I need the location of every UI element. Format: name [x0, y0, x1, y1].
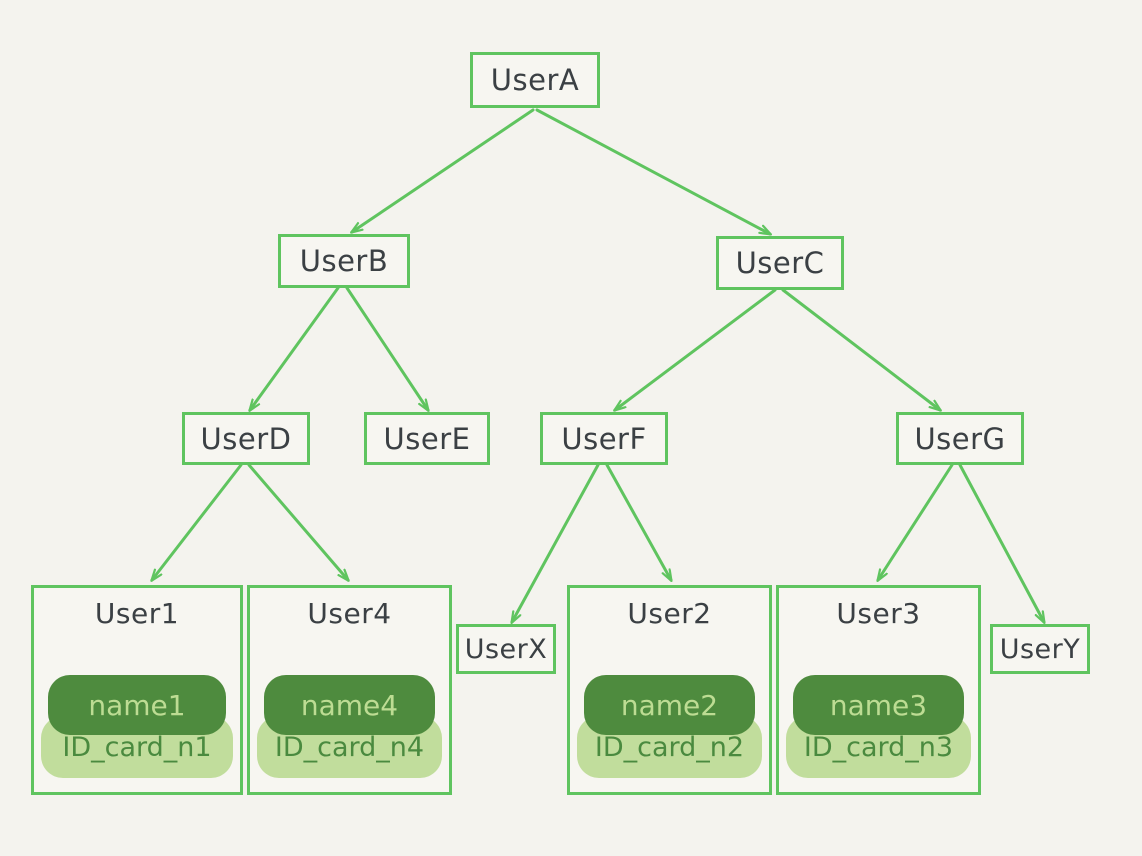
edge-userB-userE — [345, 286, 428, 410]
card-user2-name-pill: name2 — [584, 675, 755, 735]
card-user3[interactable]: User3 ID_card_n3 name3 — [776, 585, 981, 795]
card-user1[interactable]: User1 ID_card_n1 name1 — [31, 585, 243, 795]
card-user2[interactable]: User2 ID_card_n2 name2 — [567, 585, 772, 795]
card-user1-title: User1 — [94, 597, 180, 630]
card-user4[interactable]: User4 ID_card_n4 name4 — [247, 585, 452, 795]
node-userA[interactable]: UserA — [470, 52, 600, 108]
card-user2-title: User2 — [627, 597, 712, 630]
card-user4-name-pill: name4 — [264, 675, 435, 735]
node-userG[interactable]: UserG — [896, 412, 1024, 465]
card-user4-title: User4 — [307, 597, 392, 630]
edge-userA-userC — [535, 108, 770, 234]
card-user3-name-pill: name3 — [793, 675, 964, 735]
node-userB[interactable]: UserB — [278, 234, 410, 288]
node-userD[interactable]: UserD — [182, 412, 310, 465]
card-user3-title: User3 — [836, 597, 921, 630]
card-user4-body: ID_card_n4 name4 — [250, 630, 449, 792]
edge-userA-userB — [352, 108, 535, 232]
node-userA-label: UserA — [490, 63, 580, 97]
node-userC-label: UserC — [735, 246, 825, 280]
node-userB-label: UserB — [299, 244, 389, 278]
node-userF-label: UserF — [561, 421, 647, 456]
card-user3-body: ID_card_n3 name3 — [779, 630, 978, 792]
edge-userD-user1 — [152, 463, 243, 580]
card-user1-name-pill: name1 — [48, 675, 226, 735]
edge-userC-userG — [781, 288, 940, 410]
card-user2-body: ID_card_n2 name2 — [570, 630, 769, 792]
edge-userC-userF — [615, 288, 777, 410]
node-userX[interactable]: UserX — [456, 624, 556, 674]
node-userC[interactable]: UserC — [716, 236, 844, 290]
node-userF[interactable]: UserF — [540, 412, 668, 465]
node-userD-label: UserD — [200, 421, 292, 456]
card-user1-body: ID_card_n1 name1 — [34, 630, 240, 792]
node-userX-label: UserX — [464, 633, 548, 665]
edge-userB-userD — [250, 286, 340, 410]
edge-userD-user4 — [247, 463, 348, 580]
node-userY-label: UserY — [999, 633, 1081, 665]
node-userE[interactable]: UserE — [364, 412, 490, 465]
node-userY[interactable]: UserY — [990, 624, 1090, 674]
node-userE-label: UserE — [383, 421, 471, 456]
edge-userG-user3 — [878, 463, 954, 580]
edge-userF-user2 — [605, 463, 671, 580]
node-userG-label: UserG — [914, 421, 1006, 456]
